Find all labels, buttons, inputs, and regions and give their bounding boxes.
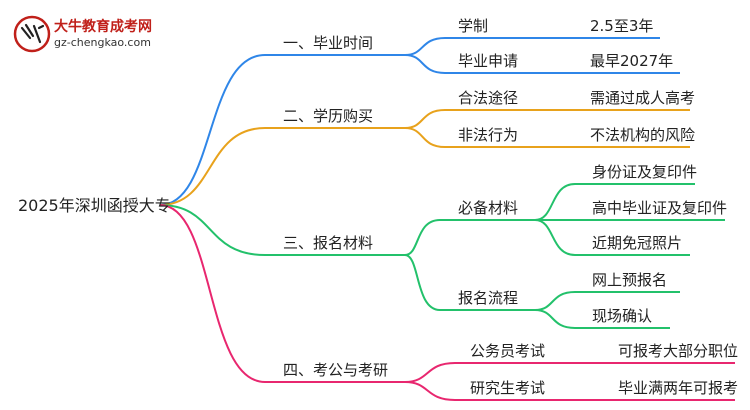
connector-b3-g2-item-2 — [534, 309, 670, 329]
branch-3-group-2-value-2: 现场确认 — [592, 307, 653, 325]
logo-title: 大牛教育成考网 — [54, 19, 152, 35]
connector-b2-item-1 — [404, 109, 690, 129]
connector-root-branch-2 — [159, 127, 405, 206]
branch-3-group-2-label: 报名流程 — [458, 289, 519, 307]
connector-b3-g1-item-1 — [534, 183, 695, 221]
branch-3-group-2-value-1: 网上预报名 — [592, 271, 668, 289]
connector-b1-item-2 — [404, 54, 680, 74]
branch-3-group-1-value-3: 近期免冠照片 — [592, 234, 683, 252]
branch-2-item-1-value: 需通过成人高考 — [590, 89, 696, 107]
connector-b4-item-2 — [404, 381, 735, 401]
connector-b3-g2-item-1 — [534, 291, 680, 311]
branch-1-label: 一、毕业时间 — [283, 34, 374, 52]
logo-url: gz-chengkao.com — [54, 36, 151, 49]
connector-b1-item-1 — [404, 37, 660, 56]
connector-b3-group-1 — [404, 219, 535, 256]
branch-1-item-2-label: 毕业申请 — [458, 52, 519, 70]
connector-root-branch-3 — [159, 204, 405, 256]
branch-2-item-2-value: 不法机构的风险 — [590, 126, 696, 144]
connector-b4-item-1 — [404, 362, 735, 383]
connector-root-branch-4 — [159, 204, 405, 383]
branch-4-label: 四、考公与考研 — [283, 361, 389, 379]
branch-1-item-1-label: 学制 — [458, 17, 489, 35]
branch-3-group-1-label: 必备材料 — [458, 199, 519, 217]
branch-3-label: 三、报名材料 — [283, 234, 374, 252]
branch-3-group-1-value-1: 身份证及复印件 — [592, 163, 698, 181]
connector-b2-item-2 — [404, 127, 690, 148]
branch-4-item-1-label: 公务员考试 — [470, 342, 546, 360]
branch-2-item-2-label: 非法行为 — [458, 126, 519, 144]
ox-logo-icon — [13, 15, 51, 53]
branch-4-item-2-label: 研究生考试 — [470, 379, 546, 397]
connector-b3-group-2 — [404, 254, 535, 311]
branch-4-item-2-value: 毕业满两年可报考 — [618, 379, 739, 397]
site-logo: 大牛教育成考网 gz-chengkao.com — [12, 12, 162, 56]
branch-2-item-1-label: 合法途径 — [458, 89, 519, 107]
connector-root-branch-1 — [159, 54, 405, 206]
branch-1-item-1-value: 2.5至3年 — [590, 17, 654, 35]
branch-1-item-2-value: 最早2027年 — [590, 52, 674, 70]
connector-b3-g1-item-3 — [534, 219, 690, 256]
branch-2-label: 二、学历购买 — [283, 107, 374, 125]
root-node: 2025年深圳函授大专 — [18, 196, 171, 215]
branch-3-group-1-value-2: 高中毕业证及复印件 — [592, 199, 728, 217]
branch-4-item-1-value: 可报考大部分职位 — [618, 342, 739, 360]
